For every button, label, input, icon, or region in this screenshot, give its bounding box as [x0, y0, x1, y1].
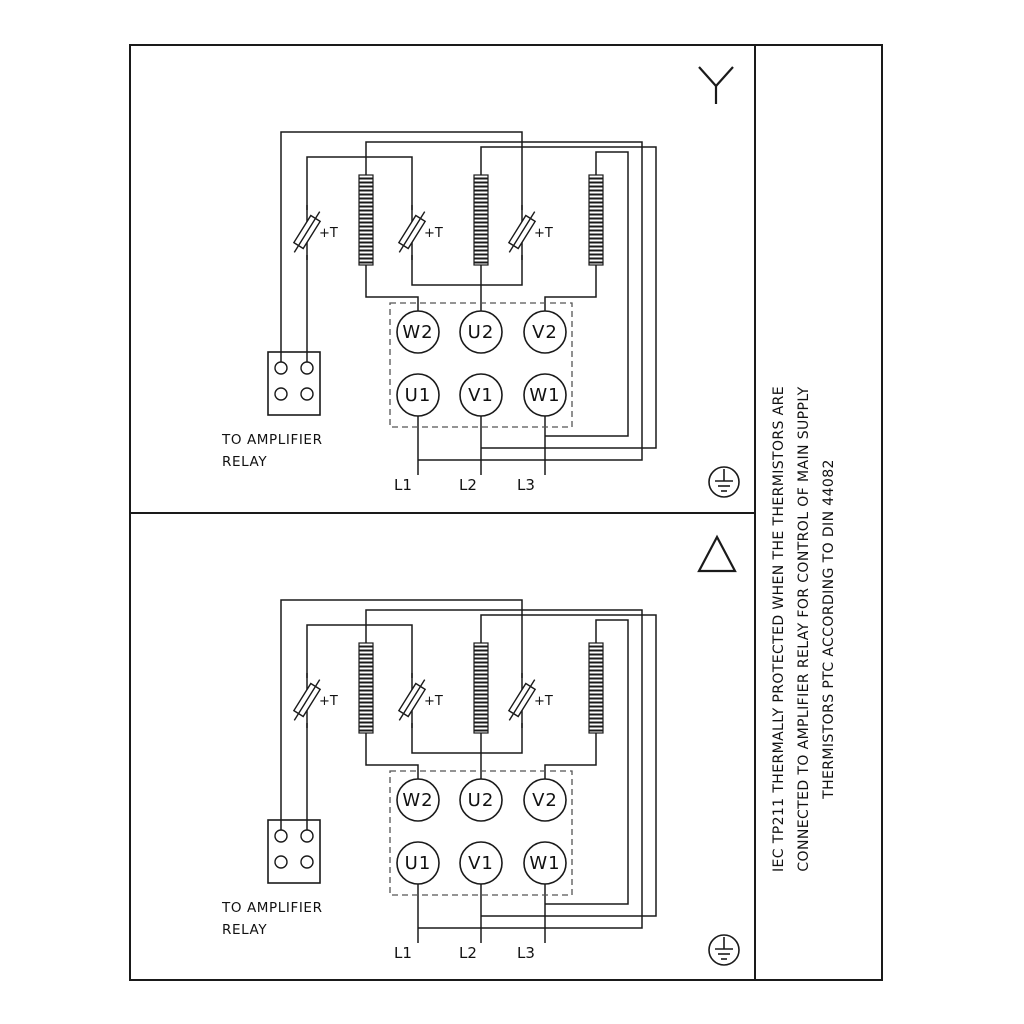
delta-panel [220, 534, 740, 966]
delta-connection-icon [697, 534, 737, 573]
sidebar-note-line1: IEC TP211 THERMALLY PROTECTED WHEN THE T… [771, 386, 787, 872]
star-panel [220, 66, 740, 498]
sidebar-note: IEC TP211 THERMALLY PROTECTED WHEN THE T… [771, 386, 837, 872]
sidebar-note-line2: CONNECTED TO AMPLIFIER RELAY FOR CONTROL… [796, 386, 812, 871]
star-connection-icon [698, 66, 734, 104]
sidebar-note-line3: THERMISTORS PTC ACCORDING TO DIN 44082 [821, 459, 837, 800]
